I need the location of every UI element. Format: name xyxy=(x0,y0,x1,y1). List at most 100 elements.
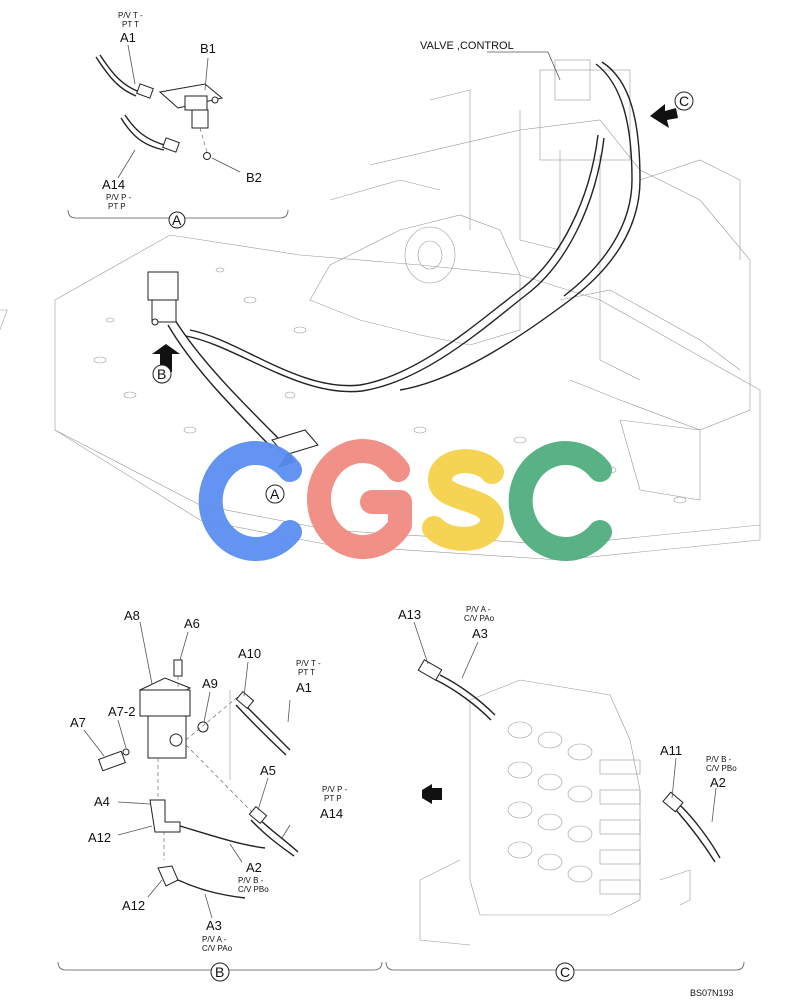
label-pvt-2: PT T xyxy=(122,20,139,29)
watermark-logo xyxy=(198,439,612,561)
hose-a14-b xyxy=(120,117,165,151)
switch-fitting xyxy=(151,318,159,326)
leader-a12-2 xyxy=(147,879,163,898)
label-a9: A9 xyxy=(202,676,218,691)
label-pvt-1: P/V T - xyxy=(118,11,143,20)
leader-valve-control-b xyxy=(547,51,561,81)
hose-a2-c xyxy=(679,804,721,859)
fitting-a10 xyxy=(235,690,255,710)
switch-body-a8 xyxy=(139,689,191,717)
boom-pin-hole xyxy=(417,240,443,270)
detail-c-marker xyxy=(555,962,575,982)
leader-a2-c xyxy=(711,787,717,823)
label-a3-c: A3 xyxy=(472,626,488,641)
floor-plate xyxy=(54,234,761,561)
plate-cutout xyxy=(0,309,8,331)
valve-base xyxy=(419,859,471,946)
label-a14-b: A14 xyxy=(320,806,343,821)
hose-a14-b2 xyxy=(250,819,295,857)
label-pvb2-2: C/V PBo xyxy=(706,764,737,773)
manifold-port xyxy=(169,733,183,747)
detail-b-marker xyxy=(210,962,230,982)
pilot-hose-5 xyxy=(174,319,281,441)
label-pvp-1: P/V P - xyxy=(106,193,132,202)
hose-a1-b xyxy=(95,56,137,97)
hose-a3 xyxy=(177,879,246,899)
label-pvp2-2: PT P xyxy=(324,794,342,803)
fitting-a13 xyxy=(417,659,443,681)
label-b2: B2 xyxy=(246,170,262,185)
label-a14: A14 xyxy=(102,177,125,192)
pressure-switch-b xyxy=(147,271,179,301)
label-a2-c: A2 xyxy=(710,775,726,790)
watermark-letter-g xyxy=(306,439,412,559)
frame-bracket xyxy=(619,419,701,501)
elbow-a4 xyxy=(149,799,181,833)
bolt-hole xyxy=(211,96,219,104)
fitting-a7 xyxy=(98,750,126,772)
detail-a-marker xyxy=(168,211,186,229)
label-a1: A1 xyxy=(120,30,136,45)
hose-a1-b2 xyxy=(235,704,287,756)
plug-a9 xyxy=(197,721,209,733)
leader-a2 xyxy=(229,843,243,863)
frame-beam xyxy=(329,179,441,201)
leader-a8 xyxy=(139,621,153,685)
fitting-a5 xyxy=(248,805,268,825)
pilot-hose-6 xyxy=(167,324,273,449)
hose-a3-c2 xyxy=(435,679,492,721)
detail-b: A8 A6 A9 A10 P/V T - PT T A1 A7 A7-2 A5 … xyxy=(57,608,383,982)
bolt-a6 xyxy=(173,659,183,677)
leader-a1-b xyxy=(287,699,291,723)
fitting-a14 xyxy=(162,137,180,153)
marker-b-main xyxy=(152,364,172,384)
switch-body xyxy=(184,95,208,111)
view-arrow-b xyxy=(152,344,180,372)
drawing-number: BS07N193 xyxy=(690,988,734,998)
label-pvp-2: PT P xyxy=(108,202,126,211)
leader-a3 xyxy=(204,893,213,919)
leader-a6 xyxy=(179,631,189,661)
label-a2: A2 xyxy=(246,860,262,875)
label-pva2-1: P/V A - xyxy=(466,605,491,614)
upper-frame xyxy=(369,119,751,431)
label-b1: B1 xyxy=(200,41,216,56)
leader-a14 xyxy=(117,149,136,179)
label-a10: A10 xyxy=(238,646,261,661)
label-pvt2-2: PT T xyxy=(298,668,315,677)
label-a11: A11 xyxy=(660,743,682,758)
leader-a3-c xyxy=(461,641,479,679)
view-arrow-c-detail xyxy=(422,784,442,804)
leader-a11 xyxy=(671,757,677,799)
hose-a3-c xyxy=(439,674,496,716)
watermark-letter-s xyxy=(422,449,505,551)
leader-a5 xyxy=(257,777,269,811)
label-pva2-2: C/V PAo xyxy=(464,614,495,623)
elbow-a12 xyxy=(157,865,179,887)
main-view: VALVE ,CONTROL B C A xyxy=(0,40,761,561)
pilot-hose-1 xyxy=(189,134,599,387)
label-pvt2-1: P/V T - xyxy=(296,659,321,668)
marker-c-main xyxy=(674,91,694,111)
label-a1-b: A1 xyxy=(296,680,312,695)
marker-c-main-letter: C xyxy=(679,93,689,109)
marker-a-main xyxy=(265,484,285,504)
valve-bank-outline xyxy=(469,679,641,916)
center-a5 xyxy=(185,744,256,816)
leader-a7-2 xyxy=(117,719,127,749)
label-a4: A4 xyxy=(94,794,110,809)
frame-post-left xyxy=(429,89,471,230)
pilot-hose-4 xyxy=(563,63,633,297)
valve-control-body xyxy=(539,69,631,161)
hose-a14 xyxy=(124,114,169,147)
center-a10 xyxy=(185,694,241,741)
watermark-letter-c1 xyxy=(198,441,302,561)
label-pva-1: P/V A - xyxy=(202,935,227,944)
detail-a-letter: A xyxy=(172,212,182,228)
label-a12-1: A12 xyxy=(88,830,111,845)
frame-post-right xyxy=(599,155,641,381)
valve-side-bracket xyxy=(659,869,691,906)
label-a7: A7 xyxy=(70,715,86,730)
pressure-switch-block xyxy=(151,299,177,323)
